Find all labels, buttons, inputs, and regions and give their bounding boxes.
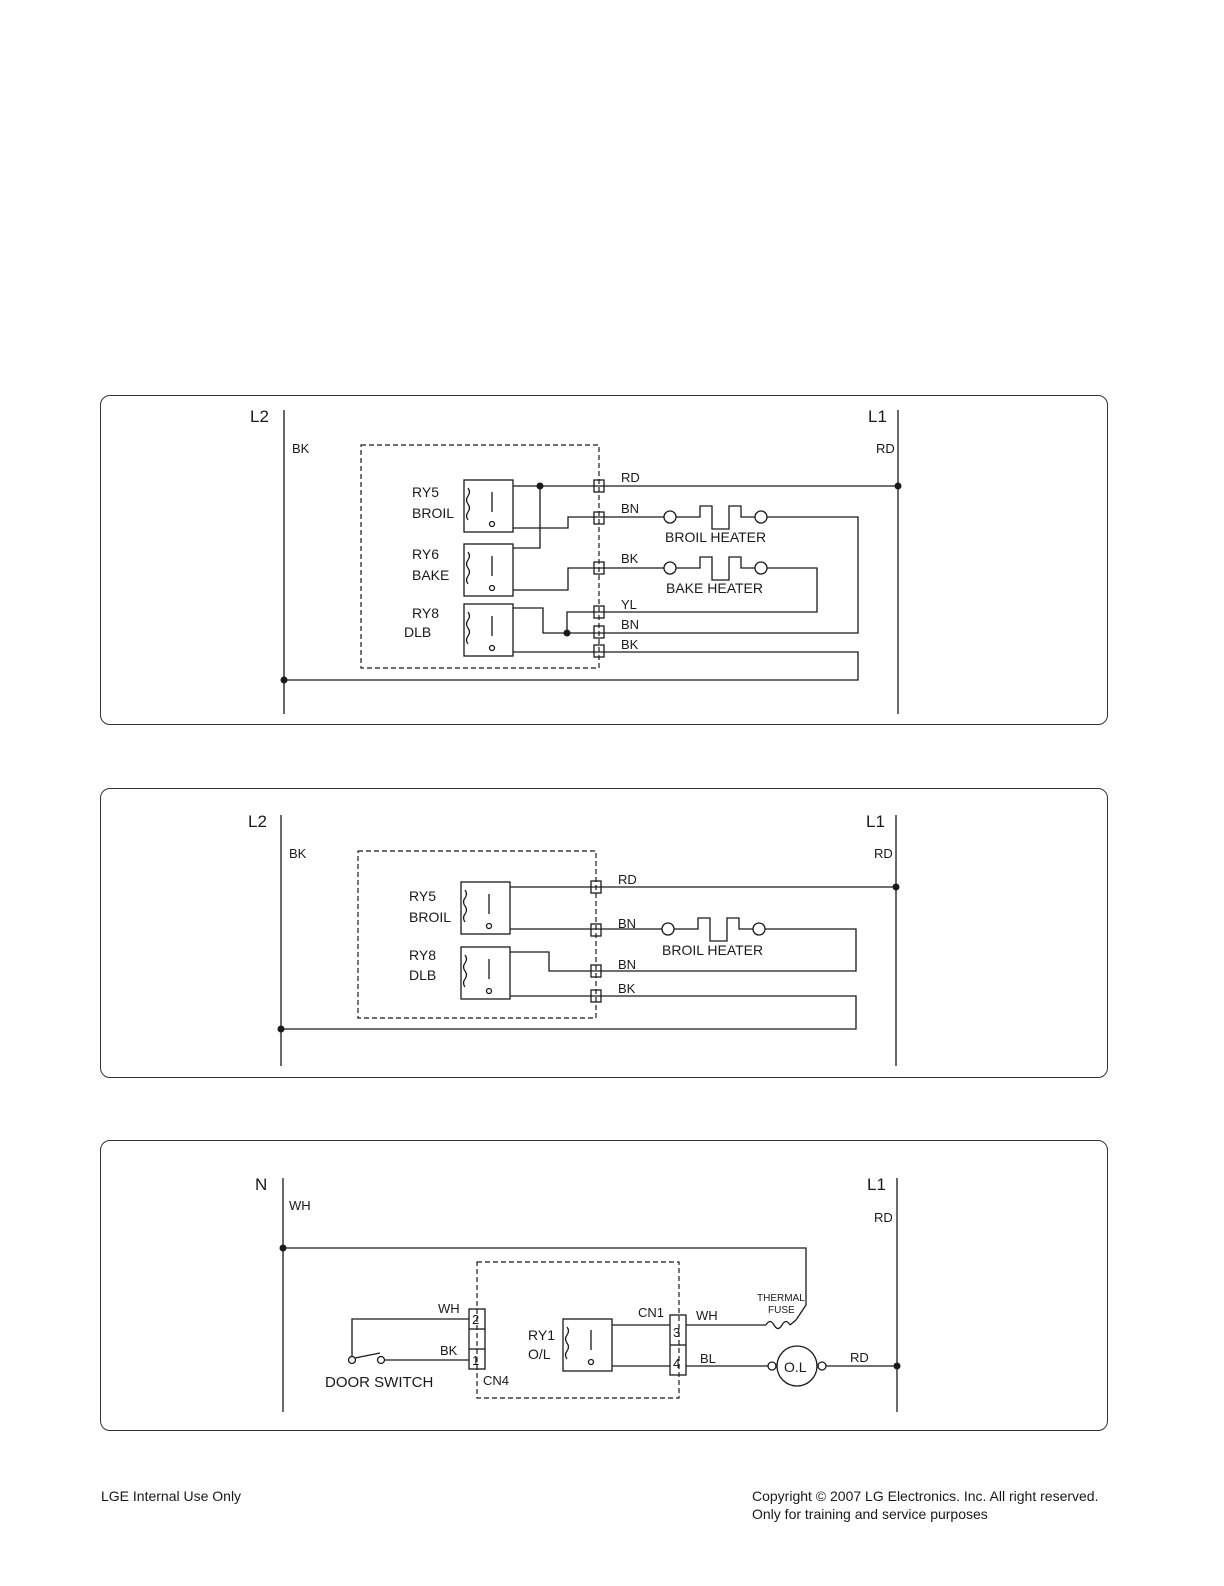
footer-right: Copyright © 2007 LG Electronics. Inc. Al… [752, 1487, 1098, 1523]
copyright-line: Copyright © 2007 LG Electronics. Inc. Al… [752, 1488, 1099, 1504]
footer-left: LGE Internal Use Only [101, 1487, 241, 1505]
internal-use-note: LGE Internal Use Only [101, 1488, 242, 1504]
schematic-panel-3 [100, 1140, 1108, 1431]
schematic-panel-2 [100, 788, 1108, 1078]
schematic-panel-1 [100, 395, 1108, 725]
training-note: Only for training and service purposes [752, 1506, 988, 1522]
